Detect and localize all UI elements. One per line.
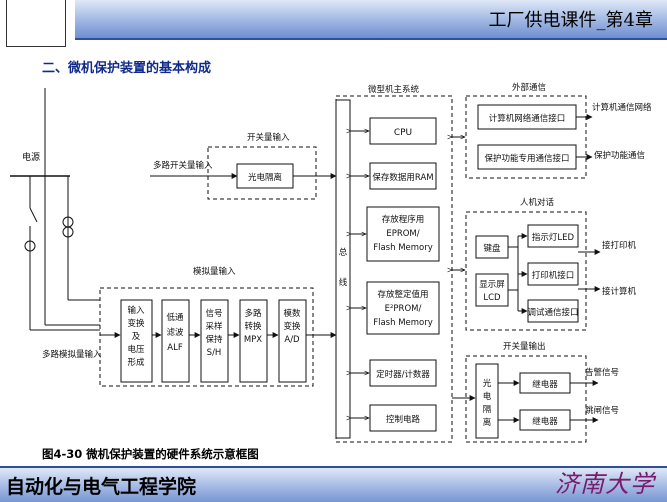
analog-stage-input-transform <box>120 299 153 383</box>
printer-interface-text: 打印机接口 <box>532 270 575 281</box>
printer-interface-block <box>527 262 579 286</box>
analog-stage-1-text: 输入变换及电压形成 <box>127 305 145 368</box>
control-circuit-block <box>369 404 437 432</box>
output-opto-block <box>475 363 499 439</box>
bus-connections <box>351 131 369 418</box>
trip-out-text: 跳闸信号 <box>585 405 619 416</box>
opto-isolation-box <box>236 163 294 189</box>
debug-interface-text: 调试通信接口 <box>527 307 578 318</box>
bus-label: 总线 <box>339 247 348 288</box>
control-circuit-text: 控制电路 <box>386 414 421 425</box>
system-bus <box>335 99 351 439</box>
led-text: 指示灯LED <box>532 232 575 243</box>
college-name: 自动化与电气工程学院 <box>6 476 197 498</box>
analog-in-source: 多路模拟量输入 <box>42 349 102 360</box>
switch-in-group <box>207 146 317 200</box>
switch-in-label: 开关量输入 <box>247 132 290 143</box>
debug-interface-block <box>527 299 579 323</box>
protection-comm-text: 保护功能专用通信接口 <box>484 153 569 164</box>
corner-logo-frame <box>6 0 66 47</box>
computer-out-text: 接计算机 <box>602 286 637 297</box>
timer-text: 定时器/计数器 <box>376 369 430 380</box>
alarm-out-text: 告警信号 <box>585 367 619 378</box>
output-opto-text: 光电隔离 <box>483 378 492 428</box>
analog-stage-multiplexer <box>239 299 268 383</box>
hmi-group <box>465 211 587 331</box>
footer-bar: 自动化与电气工程学院 济南大学 <box>0 466 667 502</box>
analog-stage-sample-hold <box>200 299 229 383</box>
switch-out-group <box>465 355 587 443</box>
cpu-text: CPU <box>394 128 412 138</box>
comm-group <box>465 95 587 179</box>
switch-blade <box>29 207 38 223</box>
ram-text: 保存数据用RAM <box>372 172 433 183</box>
mcu-group <box>335 95 453 443</box>
figure-caption: 图4-30 微机保护装置的硬件系统示意框图 <box>42 447 259 461</box>
timer-block <box>369 359 437 387</box>
e2prom-block <box>366 281 440 335</box>
lcd-block <box>475 273 509 307</box>
analog-stage-adc <box>278 299 307 383</box>
relay-text-2: 继电器 <box>532 416 558 427</box>
analog-in-label: 模拟量输入 <box>193 266 236 277</box>
voltage-transformer-icon-bottom <box>62 226 74 238</box>
university-logo: 济南大学 <box>555 470 655 498</box>
analog-in-group <box>99 287 314 387</box>
switch-out-label: 开关量输出 <box>503 341 546 352</box>
protection-out-text: 保护功能通信 <box>594 150 646 161</box>
switch-in-source: 多路开关量输入 <box>153 160 213 171</box>
eprom-block <box>366 206 440 262</box>
network-comm-text: 计算机网络通信接口 <box>489 113 566 124</box>
power-label: 电源 <box>22 151 40 163</box>
analog-stage-lowpass <box>161 299 190 383</box>
header-bar: 工厂供电课件_第4章 <box>75 0 667 40</box>
hmi-label: 人机对话 <box>520 197 555 208</box>
printer-out-text: 接打印机 <box>602 240 637 251</box>
relay-text-1: 继电器 <box>532 379 558 390</box>
current-transformer-icon <box>24 240 36 252</box>
cpu-block <box>369 117 437 145</box>
opto-isolation-text: 光电隔离 <box>248 172 282 183</box>
comm-label: 外部通信 <box>512 82 547 93</box>
network-out-text: 计算机通信网络 <box>592 102 652 113</box>
ram-block <box>369 162 437 190</box>
protection-comm-interface <box>477 144 577 170</box>
mcu-label: 微型机主系统 <box>368 84 420 95</box>
led-block <box>527 224 579 248</box>
course-title: 工厂供电课件_第4章 <box>488 10 653 31</box>
keyboard-text: 键盘 <box>483 243 501 254</box>
section-title: 二、微机保护装置的基本构成 <box>42 61 212 76</box>
